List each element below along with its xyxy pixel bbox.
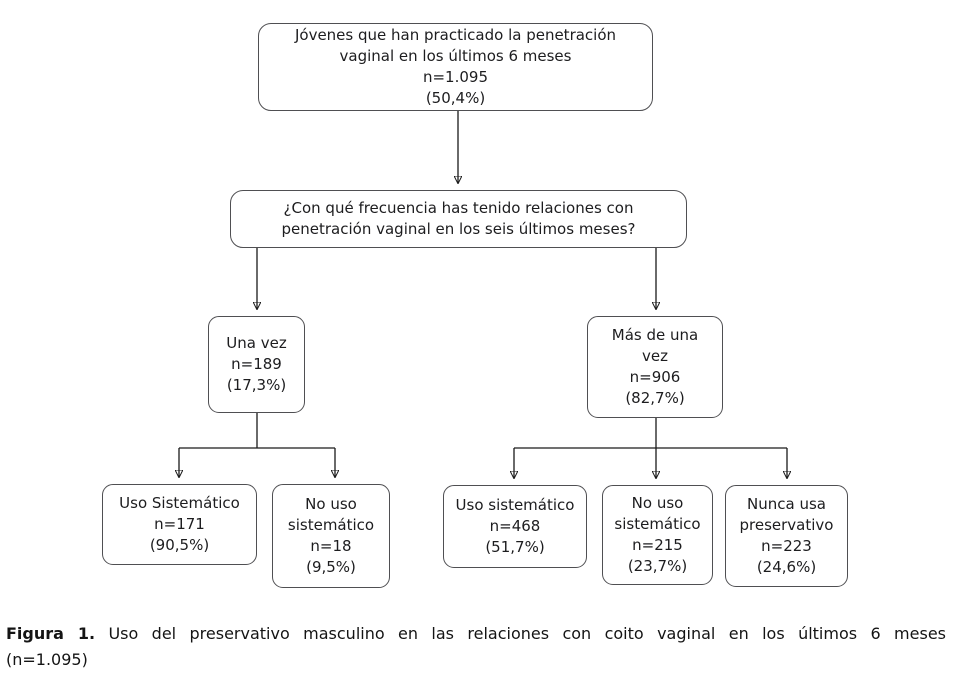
node-root-population: Jóvenes que han practicado la penetració… [258,23,653,111]
caption-line-2: (n=1.095) [6,650,88,669]
figure-caption: Figura 1. Uso del preservativo masculino… [6,621,946,673]
node-once-non-systematic-use: No uso sistemático n=18 (9,5%) [272,484,390,588]
node-frequency-question: ¿Con qué frecuencia has tenido relacione… [230,190,687,248]
node-never-uses-condom: Nunca usa preservativo n=223 (24,6%) [725,485,848,587]
caption-label: Figura 1. [6,624,96,643]
node-more-systematic-use: Uso sistemático n=468 (51,7%) [443,485,587,568]
node-more-than-once: Más de una vez n=906 (82,7%) [587,316,723,418]
node-once: Una vez n=189 (17,3%) [208,316,305,413]
node-more-non-systematic-use: No uso sistemático n=215 (23,7%) [602,485,713,585]
caption-text: Uso del preservativo masculino en las re… [108,624,946,643]
node-once-systematic-use: Uso Sistemático n=171 (90,5%) [102,484,257,565]
caption-line-1: Figura 1. Uso del preservativo masculino… [6,621,946,647]
